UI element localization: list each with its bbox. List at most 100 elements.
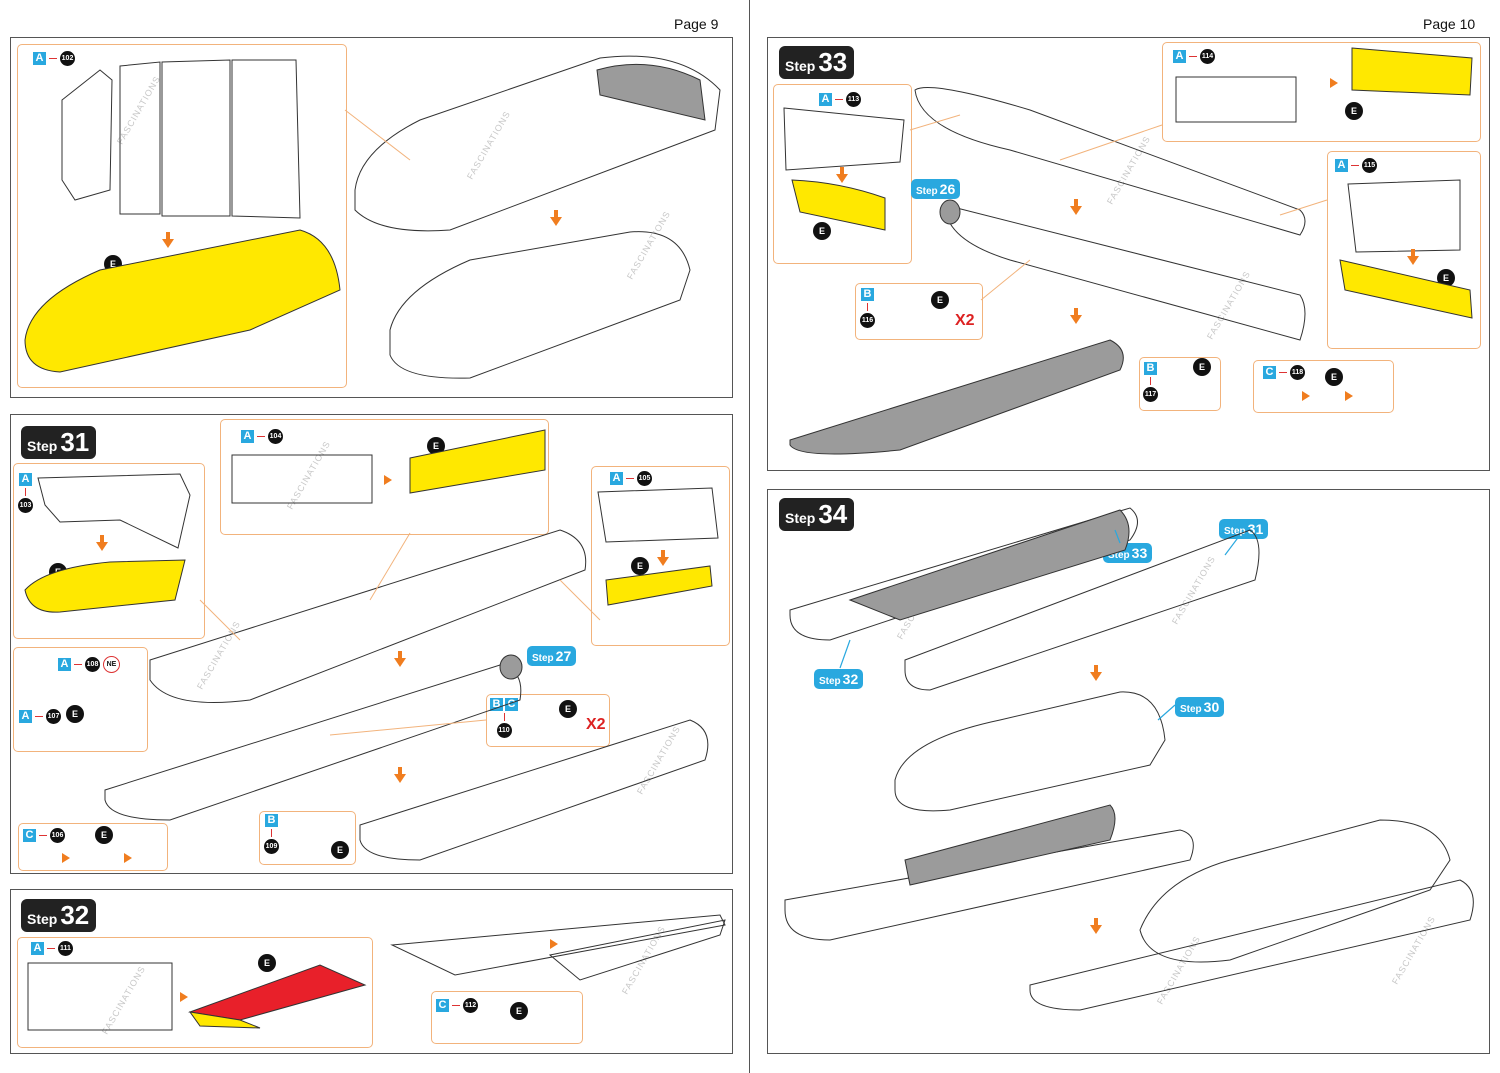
arrow-right-icon	[62, 853, 70, 863]
quantity-x2: X2	[955, 312, 975, 329]
flat-part	[37, 473, 191, 549]
reference-pointer	[1157, 704, 1176, 721]
arrow-right-icon	[124, 853, 132, 863]
fuselage-part	[104, 664, 522, 821]
red-part	[188, 964, 367, 1021]
reference-pointer	[839, 639, 851, 669]
arrow-down-icon	[1090, 918, 1102, 934]
leader-line	[1059, 124, 1163, 161]
leader-line	[344, 109, 411, 161]
callout-e: E	[510, 1002, 528, 1020]
grey-assembled-part	[904, 804, 1116, 886]
grey-assembled-part	[848, 509, 1130, 621]
callout-e: E	[331, 841, 349, 859]
page-number-left: Page 9	[674, 16, 719, 32]
yellow-part	[409, 429, 546, 494]
arrow-down-icon	[550, 210, 562, 226]
flat-part	[61, 69, 113, 201]
callout-e: E	[559, 700, 577, 718]
canopy-shell	[389, 231, 691, 379]
wing-panel	[548, 919, 726, 981]
flat-part	[161, 59, 231, 217]
callout-e: E	[1345, 102, 1363, 120]
page-number-right: Page 10	[1423, 16, 1476, 32]
callout-e: E	[258, 954, 276, 972]
part-118-panel	[1253, 360, 1394, 413]
arrow-down-icon	[1070, 308, 1082, 324]
fuselage-part	[944, 204, 1306, 341]
arrow-down-icon	[162, 232, 174, 248]
canopy-shell	[1139, 819, 1451, 963]
fuselage-part	[1029, 879, 1474, 1011]
reference-pointer	[1224, 534, 1241, 556]
callout-e: E	[66, 705, 84, 723]
flat-part	[597, 487, 719, 543]
callout-e: E	[1193, 358, 1211, 376]
callout-e: E	[95, 826, 113, 844]
canopy-shell	[894, 691, 1166, 812]
flat-part	[231, 59, 301, 219]
leader-line	[1279, 199, 1328, 216]
arrow-right-icon	[384, 475, 392, 485]
wing-panel	[390, 914, 726, 976]
fuselage-part	[904, 529, 1260, 691]
part-116-panel	[855, 283, 983, 340]
arrow-right-icon	[180, 992, 188, 1002]
yellow-part	[791, 179, 886, 231]
leader-line	[980, 259, 1031, 301]
yellow-part	[188, 1011, 261, 1029]
arrow-down-icon	[657, 550, 669, 566]
part-112-panel	[431, 991, 583, 1044]
flat-part	[27, 962, 173, 1031]
leader-line	[559, 579, 601, 621]
arrow-right-icon	[1302, 391, 1310, 401]
callout-e: E	[813, 222, 831, 240]
callout-e: E	[1325, 368, 1343, 386]
flat-part	[1347, 179, 1461, 253]
page-divider	[749, 0, 750, 1073]
arrow-right-icon	[550, 939, 558, 949]
fuselage-part	[784, 829, 1194, 941]
arrow-down-icon	[1070, 199, 1082, 215]
yellow-part	[24, 229, 341, 373]
yellow-part	[1351, 47, 1473, 96]
step-34-frame	[767, 489, 1490, 1054]
leader-line	[369, 532, 411, 601]
leader-line	[199, 599, 241, 641]
flat-part	[1175, 76, 1297, 123]
arrow-down-icon	[96, 535, 108, 551]
leader-line	[909, 114, 961, 131]
canopy-shell	[354, 55, 721, 232]
flat-part	[119, 61, 161, 215]
callout-e: E	[427, 437, 445, 455]
fuselage-part	[149, 529, 587, 703]
arrow-down-icon	[394, 651, 406, 667]
arrow-down-icon	[1090, 665, 1102, 681]
flat-part	[231, 454, 373, 504]
callout-e: E	[631, 557, 649, 575]
flat-part	[783, 107, 905, 171]
callout-e: E	[1437, 269, 1455, 287]
grey-assembled-part	[939, 199, 961, 225]
fuselage-part	[914, 87, 1306, 236]
